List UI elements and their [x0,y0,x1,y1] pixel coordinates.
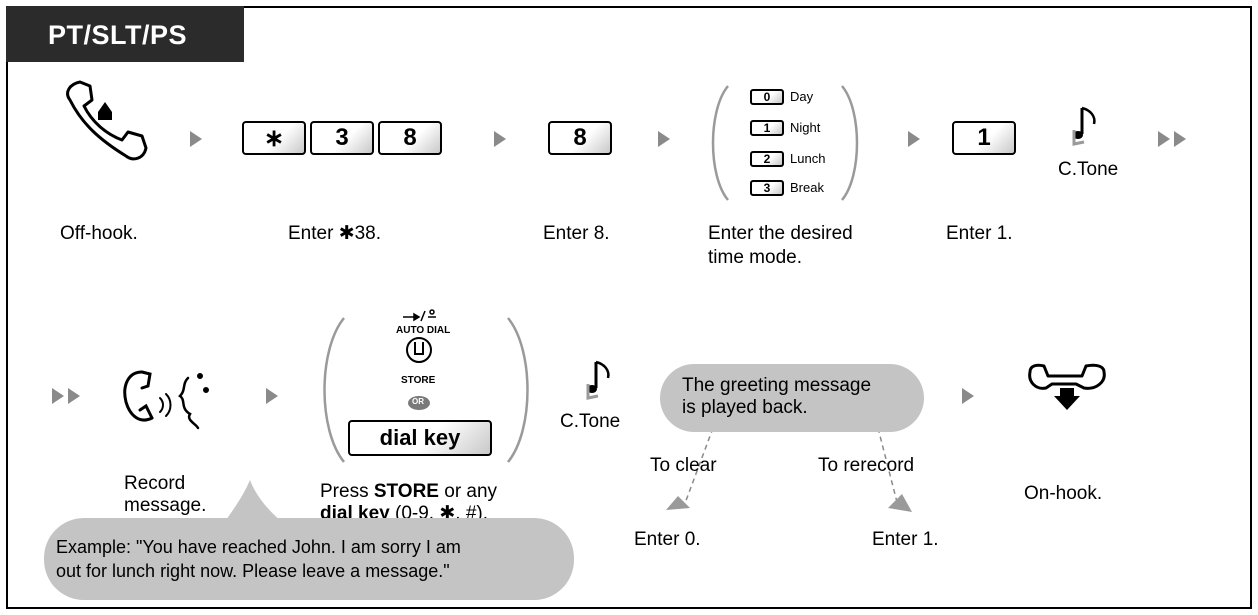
caption-timemode-line1: Enter the desired [708,223,853,244]
timemode-brackets [711,85,859,201]
playback-bubble [660,364,924,432]
autodial-label: AUTO DIAL [396,325,451,336]
store-button-icon [406,337,432,363]
diagram-frame [6,6,1252,609]
example-bubble [44,518,574,600]
timemode-key-2: 2 [750,151,784,167]
timemode-key-0: 0 [750,89,784,105]
key-3: 3 [310,121,374,155]
or-label: OR [412,397,424,406]
store-label: STORE [401,375,436,386]
ctone-label: C.Tone [1058,159,1119,180]
example-line2: out for lunch right now. Please leave a … [56,561,450,581]
playback-line1: The greeting message [682,375,872,396]
timemode-label-day: Day [790,89,814,104]
autodial-arrow-icon [403,309,436,322]
onhook-handset-icon [1028,363,1106,410]
or-badge-icon [408,396,430,410]
timemode-label-night: Night [790,120,821,135]
label-to-clear: To clear [650,455,717,476]
caption-enter-star38: Enter ✱38. [288,223,382,244]
caption-enter1: Enter 1. [946,223,1013,244]
branch-arrows [683,427,899,507]
caption-offhook: Off-hook. [60,223,138,244]
mode-tab: PT/SLT/PS [6,6,244,62]
caption-record-line2: message. [124,495,207,516]
offhook-handset-icon [66,80,148,161]
dial-key: dial key [348,420,492,456]
caption-record-line1: Record [124,473,186,494]
label-to-rerecord: To rerecord [818,455,915,476]
timemode-key-1: 1 [750,120,784,136]
caption-timemode-line2: time mode. [708,247,802,268]
mode-label: PT/SLT/PS [48,20,188,50]
timemode-key-3: 3 [750,180,784,196]
record-speaking-icon [123,370,209,430]
key-1: 1 [952,121,1016,155]
playback-line2: is played back. [682,397,808,418]
step-arrows-row2 [52,388,974,404]
timemode-label-lunch: Lunch [790,151,826,166]
key-8: 8 [378,121,442,155]
caption-press-line1: Press STORE or any [320,481,498,502]
key-8-single: 8 [548,121,612,155]
confirmation-tone-icon-2 [586,360,610,400]
ctone-label-2: C.Tone [560,411,621,432]
store-brackets [323,317,529,463]
example-line1: Example: "You have reached John. I am so… [56,537,461,557]
confirmation-tone-icon [1072,106,1096,146]
branch-arrowheads [666,494,912,512]
caption-enter0: Enter 0. [634,529,701,550]
key-star: ∗ [242,121,306,155]
caption-onhook: On-hook. [1024,483,1103,504]
caption-enter8: Enter 8. [543,223,610,244]
caption-enter1-rerecord: Enter 1. [872,529,939,550]
timemode-label-break: Break [790,180,824,195]
step-arrows-row1 [190,131,1186,147]
